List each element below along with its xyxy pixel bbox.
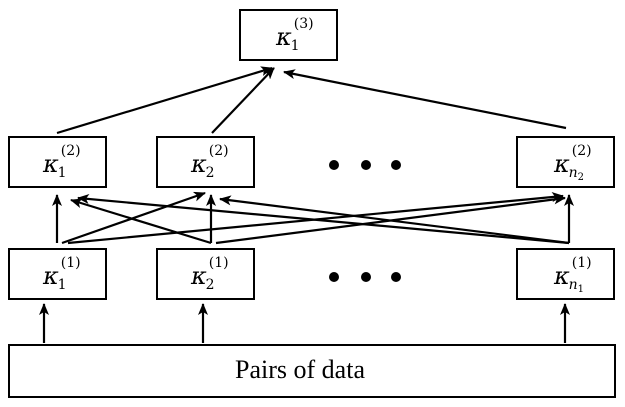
ellipsis-dot (391, 160, 401, 170)
node-l1-1-box (8, 248, 107, 300)
node-l2-2-box (156, 136, 255, 188)
node-l2-n-box (516, 136, 615, 188)
node-top-label: κ(3)1 (275, 16, 314, 54)
ellipsis-dot (329, 160, 339, 170)
edge-l1-n-to-l2-1 (77, 194, 570, 245)
node-l1-n-box (516, 248, 615, 300)
node-l1-n-label: κ(1)n1 (553, 255, 592, 295)
ellipsis-dot (329, 272, 339, 282)
edge-l2-2-to-top (211, 67, 275, 134)
node-l2-n-label: κ(2)n2 (553, 143, 592, 183)
ellipsis-dot (361, 160, 371, 170)
ellipsis-dot (361, 272, 371, 282)
edge-l2-n-to-top (283, 69, 567, 130)
edge-l1-2-to-l2-1 (70, 198, 212, 245)
node-l2-1-box (8, 136, 107, 188)
ellipsis-dot (391, 272, 401, 282)
base-box (8, 344, 616, 398)
node-l1-2-label: κ(1)2 (190, 255, 229, 293)
node-l1-1-label: κ(1)1 (42, 255, 81, 293)
edge-l1-n-to-l2-2 (219, 195, 570, 245)
node-l2-1-label: κ(2)1 (42, 143, 81, 181)
edge-l2-1-to-top (56, 66, 273, 135)
edge-l1-1-to-l2-2 (61, 191, 206, 245)
node-top-box (239, 9, 338, 61)
node-l1-2-box (156, 248, 255, 300)
node-l2-2-label: κ(2)2 (190, 143, 229, 181)
base-label: Pairs of data (235, 355, 365, 384)
